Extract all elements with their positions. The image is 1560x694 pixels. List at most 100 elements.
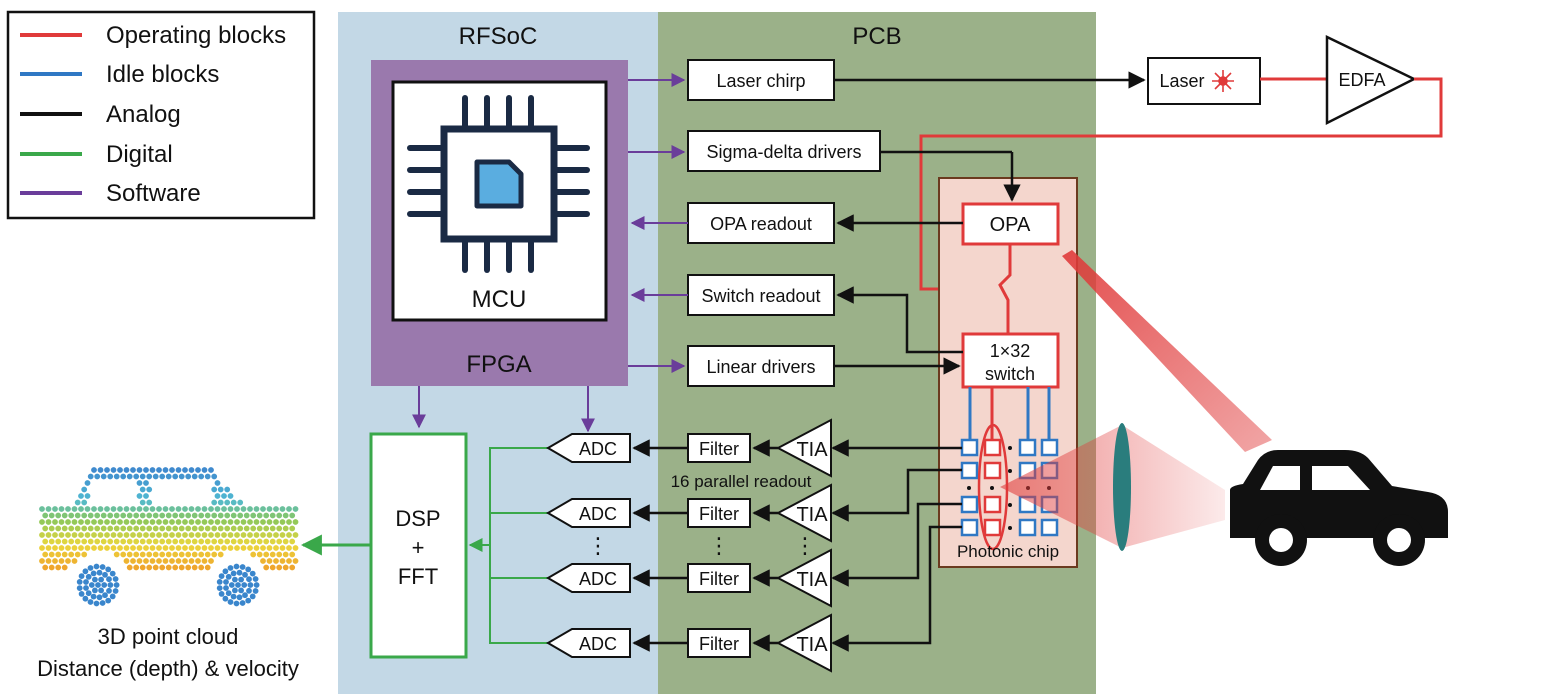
- point-cloud-dot: [269, 564, 276, 571]
- point-cloud-dot: [286, 558, 292, 564]
- point-cloud-dot: [97, 532, 104, 538]
- point-cloud-wheel-dot: [225, 590, 232, 597]
- point-cloud-dot: [292, 532, 299, 538]
- point-cloud-dot: [68, 538, 75, 545]
- point-cloud-dot: [178, 512, 185, 519]
- point-cloud-dot: [87, 525, 94, 532]
- point-cloud-dot: [45, 545, 52, 551]
- point-cloud-subtitle: Distance (depth) & velocity: [37, 656, 299, 681]
- point-cloud-dot: [117, 532, 123, 538]
- tia-amplifier-4: [775, 613, 832, 673]
- point-cloud-dot: [165, 473, 172, 480]
- point-cloud-dot: [217, 525, 224, 532]
- point-cloud-dot: [178, 564, 185, 571]
- laser-chirp-block: Laser chirp: [687, 59, 835, 101]
- point-cloud-dot: [42, 564, 49, 571]
- point-cloud-dot: [260, 519, 266, 525]
- point-cloud-dot: [139, 473, 146, 480]
- point-cloud-dot: [156, 558, 162, 564]
- point-cloud-dot: [149, 558, 156, 564]
- point-cloud-dot: [143, 532, 149, 538]
- point-cloud-dot: [123, 467, 130, 473]
- mcu-label: MCU: [472, 286, 527, 313]
- point-cloud-dot: [100, 525, 107, 532]
- point-cloud-dot: [221, 519, 227, 525]
- point-cloud-wheel-dot: [87, 599, 94, 605]
- point-cloud-dot: [97, 506, 104, 512]
- laser-starburst-icon: [1212, 70, 1234, 92]
- point-cloud-dot: [78, 545, 84, 551]
- point-cloud-dot: [159, 512, 166, 519]
- point-cloud-dot: [214, 493, 221, 499]
- point-cloud-dot: [65, 506, 71, 512]
- point-cloud-wheel-dot: [222, 595, 229, 602]
- point-cloud-dot: [97, 545, 104, 551]
- point-cloud-dot: [126, 538, 133, 545]
- point-cloud-dot: [256, 551, 263, 558]
- adc-label-3: ADC: [579, 569, 617, 589]
- point-cloud-wheel-dot: [105, 597, 112, 604]
- point-cloud-dot: [146, 525, 153, 532]
- point-cloud-wheel-dot: [239, 564, 246, 570]
- point-cloud-dot: [240, 532, 247, 538]
- point-cloud-dot: [260, 532, 266, 538]
- point-cloud-dot: [55, 564, 62, 571]
- point-cloud-dot: [100, 473, 107, 480]
- point-cloud-dot: [175, 558, 182, 564]
- photonic-chip-label: Photonic chip: [957, 542, 1059, 561]
- point-cloud-dot: [159, 564, 166, 571]
- edfa-label: EDFA: [1338, 70, 1385, 90]
- edfa-block: EDFA: [1325, 35, 1417, 126]
- laser-block: Laser: [1147, 57, 1261, 105]
- sigma-delta-label: Sigma-delta drivers: [706, 142, 861, 162]
- point-cloud-dot: [55, 538, 62, 545]
- point-cloud-dot: [84, 493, 91, 499]
- lens: [1113, 423, 1131, 551]
- linear-drivers-block: Linear drivers: [687, 345, 835, 387]
- point-cloud-dot: [234, 519, 240, 525]
- point-cloud-dot: [282, 525, 289, 532]
- point-cloud-dot: [81, 499, 88, 506]
- point-cloud-dot: [84, 506, 91, 512]
- point-cloud-wheel-dot: [83, 579, 89, 585]
- point-cloud-dot: [39, 545, 45, 551]
- parallel-readout-label: 16 parallel readout: [671, 472, 812, 491]
- point-cloud-wheel-dot: [230, 570, 237, 577]
- point-cloud-wheel-dot: [249, 570, 256, 577]
- point-cloud-dot: [198, 551, 205, 558]
- point-cloud-dot: [61, 551, 68, 558]
- point-cloud-dot: [273, 519, 279, 525]
- point-cloud-dot: [169, 558, 175, 564]
- filter-block-4: [687, 628, 751, 658]
- point-cloud-wheel-dot: [242, 592, 248, 599]
- point-cloud-dot: [71, 532, 78, 538]
- point-cloud-dot: [42, 512, 49, 519]
- point-cloud-dot: [221, 545, 227, 551]
- point-cloud-dot: [156, 519, 162, 525]
- point-cloud-dot: [139, 551, 146, 558]
- point-cloud-wheel-dot: [252, 576, 259, 582]
- point-cloud-dot: [45, 519, 52, 525]
- point-cloud-dot: [286, 519, 292, 525]
- point-cloud-dot: [276, 525, 283, 532]
- detector-to-tia-3: [831, 502, 962, 587]
- point-cloud-dot: [234, 532, 240, 538]
- point-cloud-wheel-dot: [82, 595, 89, 602]
- adc-block-3: [546, 563, 631, 593]
- point-cloud-wheel-dot: [249, 593, 256, 600]
- point-cloud-dot: [227, 519, 234, 525]
- point-cloud-dot: [58, 558, 65, 564]
- point-cloud-wheel-dot: [238, 576, 245, 583]
- point-cloud-wheel-dot: [85, 573, 92, 580]
- point-cloud-dot: [39, 519, 45, 525]
- point-cloud-wheel-dot: [228, 582, 235, 588]
- laser-label: Laser: [1159, 71, 1204, 91]
- point-cloud-dot: [146, 499, 153, 506]
- point-cloud-dot: [55, 512, 62, 519]
- point-cloud-dot: [94, 525, 101, 532]
- point-cloud-dot: [133, 512, 140, 519]
- point-cloud-wheel-dot: [90, 570, 97, 577]
- point-cloud-dot: [247, 506, 253, 512]
